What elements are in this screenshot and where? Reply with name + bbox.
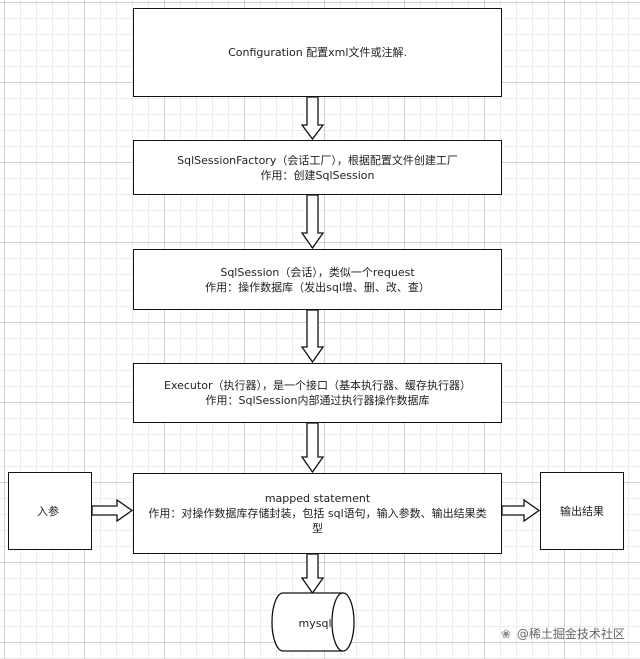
watermark: ❀ @稀土掘金技术社区: [499, 625, 625, 642]
arrow-executor-to-mapped: [300, 422, 325, 474]
configuration-text: Configuration 配置xml文件或注解.: [228, 46, 407, 59]
arrow-mapped-to-mysql: [300, 553, 325, 595]
arrow-session-to-executor: [300, 309, 325, 364]
watermark-text: @稀土掘金技术社区: [516, 627, 625, 641]
input-params-box: 入参: [8, 472, 92, 550]
arrow-mapped-to-output: [501, 498, 541, 523]
sqlsession-box: SqlSession（会话），类似一个request 作用：操作数据库（发出sq…: [133, 249, 502, 310]
executor-title: Executor（执行器），是一个接口（基本执行器、缓存执行器）: [164, 379, 471, 392]
arrow-factory-to-session: [300, 194, 325, 250]
configuration-box: Configuration 配置xml文件或注解.: [133, 8, 502, 97]
sqlsessionfactory-desc: 作用：创建SqlSession: [260, 168, 375, 182]
executor-box: Executor（执行器），是一个接口（基本执行器、缓存执行器） 作用：SqlS…: [133, 363, 502, 423]
mapped-statement-desc: 作用：对操作数据库存储封装，包括 sql语句，输入参数、输出结果类型: [148, 507, 487, 535]
arrow-input-to-mapped: [91, 498, 134, 523]
mapped-statement-title: mapped statement: [264, 492, 371, 505]
executor-desc: 作用：SqlSession内部通过执行器操作数据库: [205, 394, 430, 407]
output-result-label: 输出结果: [560, 504, 604, 518]
mapped-statement-box: mapped statement 作用：对操作数据库存储封装，包括 sql语句，…: [133, 473, 502, 554]
mysql-label: mysql: [298, 617, 332, 630]
sqlsessionfactory-box: SqlSessionFactory（会话工厂），根据配置文件创建工厂 作用：创建…: [133, 140, 502, 195]
arrow-config-to-factory: [300, 96, 325, 141]
input-params-label: 入参: [37, 504, 59, 518]
sqlsession-title: SqlSession（会话），类似一个request: [220, 265, 415, 279]
wechat-icon: ❀: [500, 627, 512, 641]
output-result-box: 输出结果: [540, 472, 624, 550]
sqlsessionfactory-title: SqlSessionFactory（会话工厂），根据配置文件创建工厂: [177, 153, 458, 167]
sqlsession-desc: 作用：操作数据库（发出sql增、删、改、查）: [205, 280, 430, 294]
